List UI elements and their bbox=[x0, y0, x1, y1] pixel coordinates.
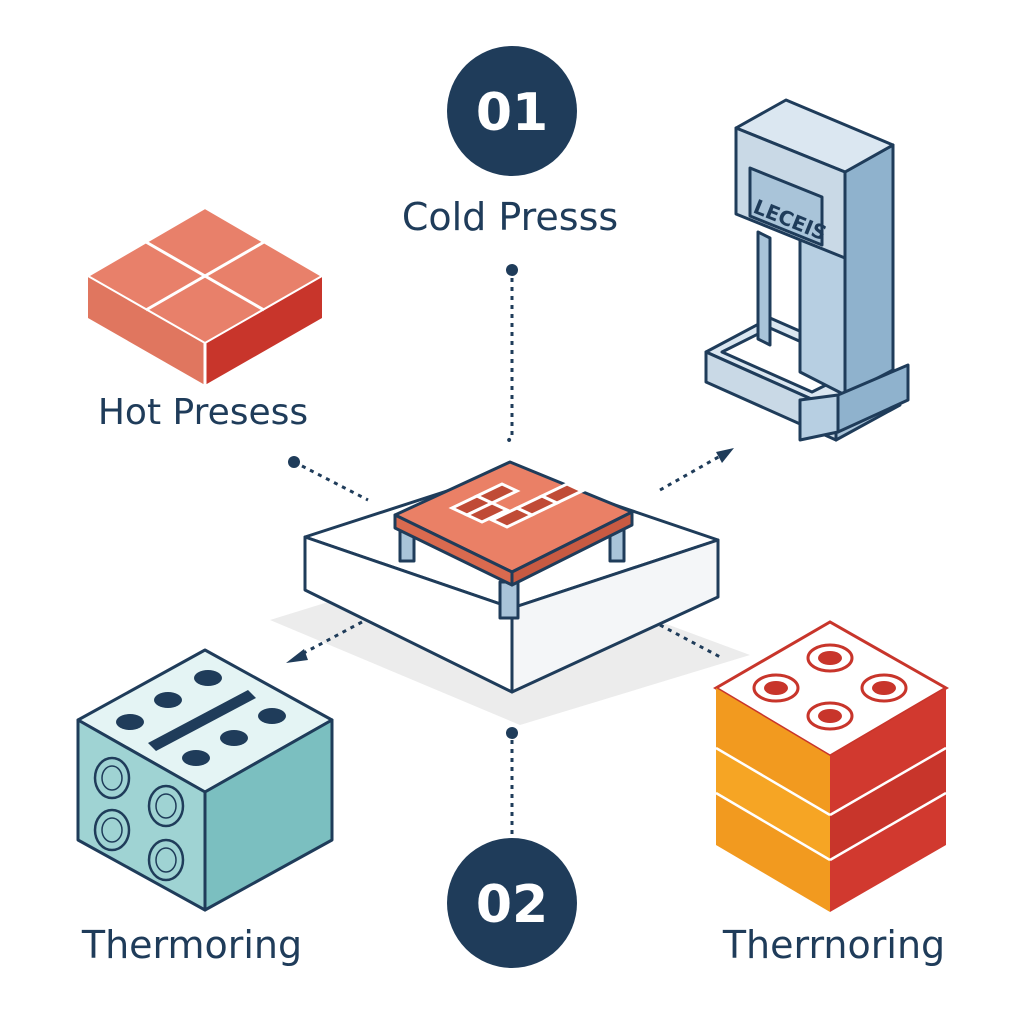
label-cold-press: Cold Presss bbox=[402, 195, 618, 239]
mold-side-rings bbox=[93, 756, 185, 882]
mold-top-slots bbox=[116, 670, 286, 766]
label-thermoring-right: Therrnoring bbox=[722, 923, 945, 967]
coral-tile-block-icon bbox=[85, 206, 325, 385]
connector-left-bottom bbox=[286, 620, 363, 663]
connector-bottom bbox=[506, 727, 518, 835]
central-platform-icon: • bbox=[303, 433, 720, 694]
press-machine-icon: LECEIS bbox=[704, 98, 910, 442]
teal-mold-block-icon bbox=[76, 648, 334, 912]
stack-top-holes bbox=[752, 643, 908, 731]
label-hot-press: Hot Presess bbox=[98, 392, 308, 433]
badge-01-text: 01 bbox=[476, 83, 548, 143]
layered-stack-block-icon bbox=[713, 620, 949, 912]
table-cells bbox=[448, 482, 586, 529]
connector-top bbox=[506, 264, 518, 440]
badge-02-text: 02 bbox=[476, 875, 548, 935]
svg-text:•: • bbox=[505, 433, 513, 449]
connectors bbox=[286, 264, 734, 835]
connector-left-top bbox=[288, 456, 369, 502]
badge-01: 01 bbox=[447, 46, 577, 176]
badge-02: 02 bbox=[447, 838, 577, 968]
connector-right-top bbox=[659, 448, 734, 492]
connector-right-bottom bbox=[659, 623, 723, 660]
label-thermoring-left: Thermoring bbox=[81, 923, 302, 967]
